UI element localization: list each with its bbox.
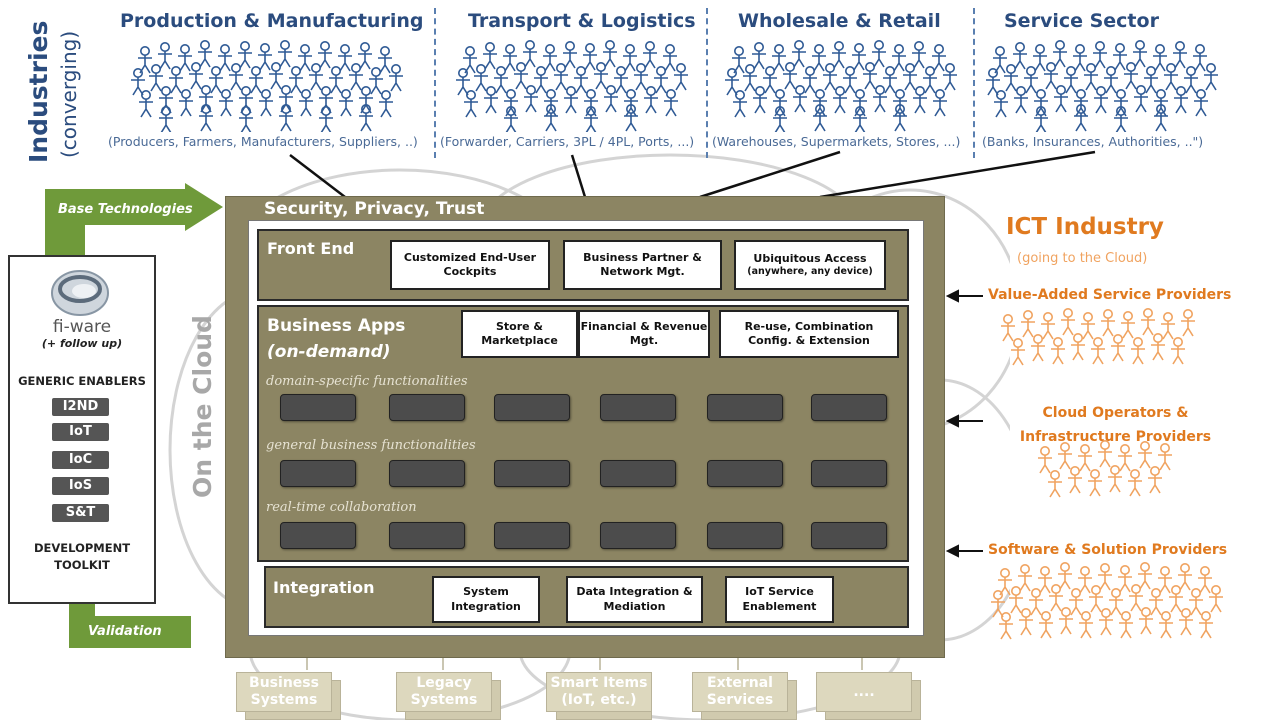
function-block [389, 460, 465, 487]
enabler-ios: IoS [52, 477, 109, 495]
function-block [494, 522, 570, 549]
ubiquitous-access-label: Ubiquitous Access [753, 251, 867, 265]
row-label-collaboration: real-time collaboration [266, 500, 417, 515]
industry-examples-production: (Producers, Farmers, Manufacturers, Supp… [108, 134, 418, 149]
business-partner-network-mgt: Business Partner & Network Mgt. [563, 240, 722, 290]
function-block [389, 522, 465, 549]
fiware-panel: fi-ware (+ follow up) GENERIC ENABLERS I… [8, 255, 156, 604]
business-systems-box: Business Systems [236, 672, 332, 712]
people-crowd-icon [990, 562, 1224, 640]
value-added-service-providers: Value-Added Service Providers [988, 287, 1232, 303]
financial-revenue-mgt: Financial & Revenue Mgt. [578, 310, 710, 358]
software-solution-providers: Software & Solution Providers [988, 542, 1228, 558]
industry-examples-wholesale: (Warehouses, Supermarkets, Stores, ...) [712, 134, 961, 149]
ubiquitous-access: Ubiquitous Access (anywhere, any device) [734, 240, 886, 290]
function-block [600, 522, 676, 549]
enabler-ioc: IoC [52, 451, 109, 469]
function-block [811, 394, 887, 421]
people-crowd-icon [1037, 440, 1173, 498]
cloud-operators-infrastructure-providers: Cloud Operators & Infrastructure Provide… [1019, 405, 1212, 445]
business-apps-subtitle: (on-demand) [267, 342, 391, 362]
system-integration: System Integration [432, 576, 540, 623]
legacy-systems-box: Legacy Systems [396, 672, 492, 712]
enabler-i2nd: I2ND [52, 398, 109, 416]
generic-enablers-label: GENERIC ENABLERS [18, 374, 146, 388]
industry-divider [973, 8, 975, 158]
customized-end-user-cockpits: Customized End-User Cockpits [390, 240, 550, 290]
function-block [707, 394, 783, 421]
function-block [811, 460, 887, 487]
enabler-st: S&T [52, 504, 109, 522]
function-block [280, 394, 356, 421]
industry-examples-service: (Banks, Insurances, Authorities, ..") [982, 134, 1204, 149]
external-services-box: External Services [692, 672, 788, 712]
store-marketplace: Store & Marketplace [461, 310, 578, 358]
fiware-logo-icon [51, 270, 109, 316]
function-block [494, 394, 570, 421]
smart-items-box: Smart Items (IoT, etc.) [546, 672, 652, 712]
enabler-iot: IoT [52, 423, 109, 441]
iot-service-enablement: IoT Service Enablement [725, 576, 834, 623]
industry-divider [434, 8, 436, 158]
ubiquitous-access-sub: (anywhere, any device) [747, 265, 873, 277]
function-block [494, 460, 570, 487]
industry-title-wholesale: Wholesale & Retail [738, 10, 941, 32]
development-toolkit-label: DEVELOPMENT TOOLKIT [34, 541, 131, 572]
base-technologies-label: Base Technologies [58, 202, 193, 217]
ict-industry-subtitle: (going to the Cloud) [1017, 251, 1148, 266]
ict-industry-title: ICT Industry [1006, 214, 1164, 240]
industry-title-transport: Transport & Logistics [468, 10, 696, 32]
function-block [600, 394, 676, 421]
industry-title-service: Service Sector [1004, 10, 1159, 32]
function-block [389, 394, 465, 421]
reuse-combination-config: Re-use, Combination Config. & Extension [719, 310, 899, 358]
function-block [707, 522, 783, 549]
more-systems-box: .... [816, 672, 912, 712]
front-end-title: Front End [267, 239, 355, 258]
validation-label: Validation [88, 624, 162, 639]
people-crowd-icon [1000, 308, 1196, 366]
industry-examples-transport: (Forwarder, Carriers, 3PL / 4PL, Ports, … [440, 134, 695, 149]
function-block [811, 522, 887, 549]
function-block [280, 460, 356, 487]
base-technologies-arrow [45, 183, 223, 265]
fiware-follow-up: (+ follow up) [41, 337, 123, 350]
industry-divider [706, 8, 708, 158]
business-apps-title: Business Apps [267, 316, 406, 336]
row-label-domain: domain-specific functionalities [266, 374, 468, 389]
row-label-general: general business functionalities [266, 438, 476, 453]
industry-title-production: Production & Manufacturing [120, 10, 424, 32]
function-block [600, 460, 676, 487]
function-block [707, 460, 783, 487]
data-integration-mediation: Data Integration & Mediation [566, 576, 703, 623]
function-block [280, 522, 356, 549]
fiware-logo-text: fi-ware [52, 317, 112, 337]
integration-title: Integration [273, 578, 375, 597]
security-privacy-trust-title: Security, Privacy, Trust [264, 199, 485, 219]
